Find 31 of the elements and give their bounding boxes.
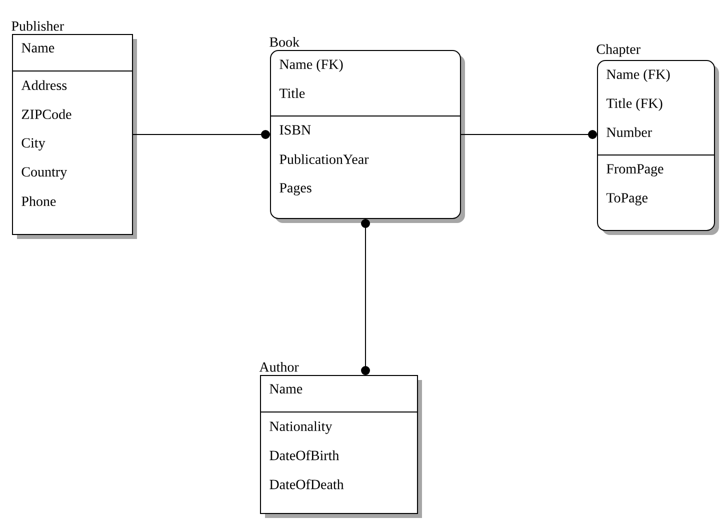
attribute: ZIPCode [22,109,72,120]
attribute: City [22,138,46,150]
attribute: Phone [22,196,56,206]
key-attribute: Name (FK) [606,69,670,82]
entity-box [259,362,422,518]
attribute: ISBN [280,125,311,135]
entity-box [596,44,719,235]
key-attribute: Number [606,127,652,138]
key-attribute: Name (FK) [280,59,343,72]
key-attribute: Title [279,88,305,98]
entity-name: Author [259,362,299,372]
key-attribute: Name [270,384,302,394]
entity-box [270,36,465,223]
attribute: Country [22,167,68,180]
attribute: FromPage [606,164,664,176]
attribute: ToPage [606,193,648,206]
key-attribute: Name [22,43,54,52]
key-attribute: Title (FK) [606,98,662,111]
attribute: Pages [280,183,312,196]
relationship-line [361,219,370,375]
entity-name: Chapter [596,44,640,57]
attribute: DateOfBirth [270,450,339,460]
attribute: PublicationYear [280,154,369,164]
relationship-line [460,130,597,139]
attribute: Nationality [270,421,332,434]
relationship-line [132,130,270,139]
attribute: DateOfDeath [270,479,344,490]
entity-box [12,20,137,239]
entity-name: Publisher [12,20,64,31]
attribute: Address [21,80,67,90]
entity-name: Book [270,36,300,47]
